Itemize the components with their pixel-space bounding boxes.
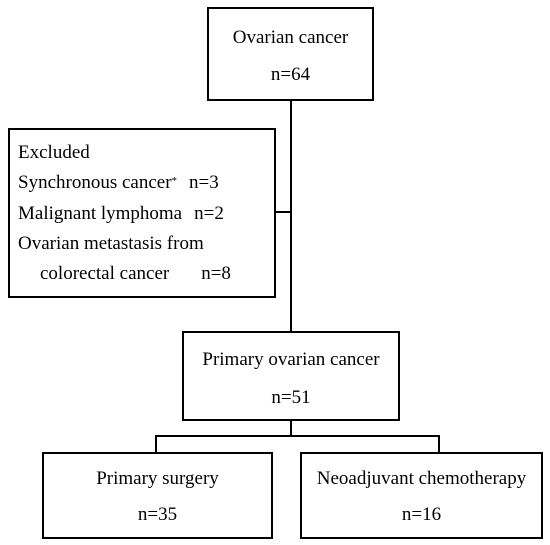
neoadjuvant-count: n=16 [401, 504, 442, 525]
primary-ovarian-cancer-title: Primary ovarian cancer [202, 349, 380, 370]
footnote-mark: * [171, 175, 178, 187]
connector-vertical-main [290, 100, 292, 332]
primary-surgery-title: Primary surgery [96, 468, 219, 489]
primary-ovarian-cancer-count: n=51 [271, 387, 311, 408]
neoadjuvant-box: Neoadjuvant chemotherapy n=16 [300, 452, 543, 539]
ovarian-cancer-count: n=64 [270, 64, 311, 85]
ovarian-cancer-box: Ovarian cancer n=64 [207, 7, 374, 101]
connector-left-drop [155, 435, 157, 453]
excluded-item-metastasis: Ovarian metastasis from [18, 233, 204, 254]
excluded-item-synchronous: Synchronous cancer*n=3 [18, 172, 219, 193]
excluded-heading: Excluded [18, 142, 90, 163]
primary-surgery-box: Primary surgery n=35 [42, 452, 273, 539]
connector-excluded [275, 211, 291, 213]
connector-right-drop [438, 435, 440, 453]
primary-ovarian-cancer-box: Primary ovarian cancer n=51 [182, 331, 400, 421]
neoadjuvant-title: Neoadjuvant chemotherapy [316, 468, 527, 489]
primary-surgery-count: n=35 [137, 504, 178, 525]
connector-middle-down [290, 420, 292, 436]
ovarian-cancer-title: Ovarian cancer [232, 27, 349, 48]
excluded-box: Excluded Synchronous cancer*n=3 Malignan… [8, 128, 276, 298]
connector-horizontal-branch [155, 435, 440, 437]
